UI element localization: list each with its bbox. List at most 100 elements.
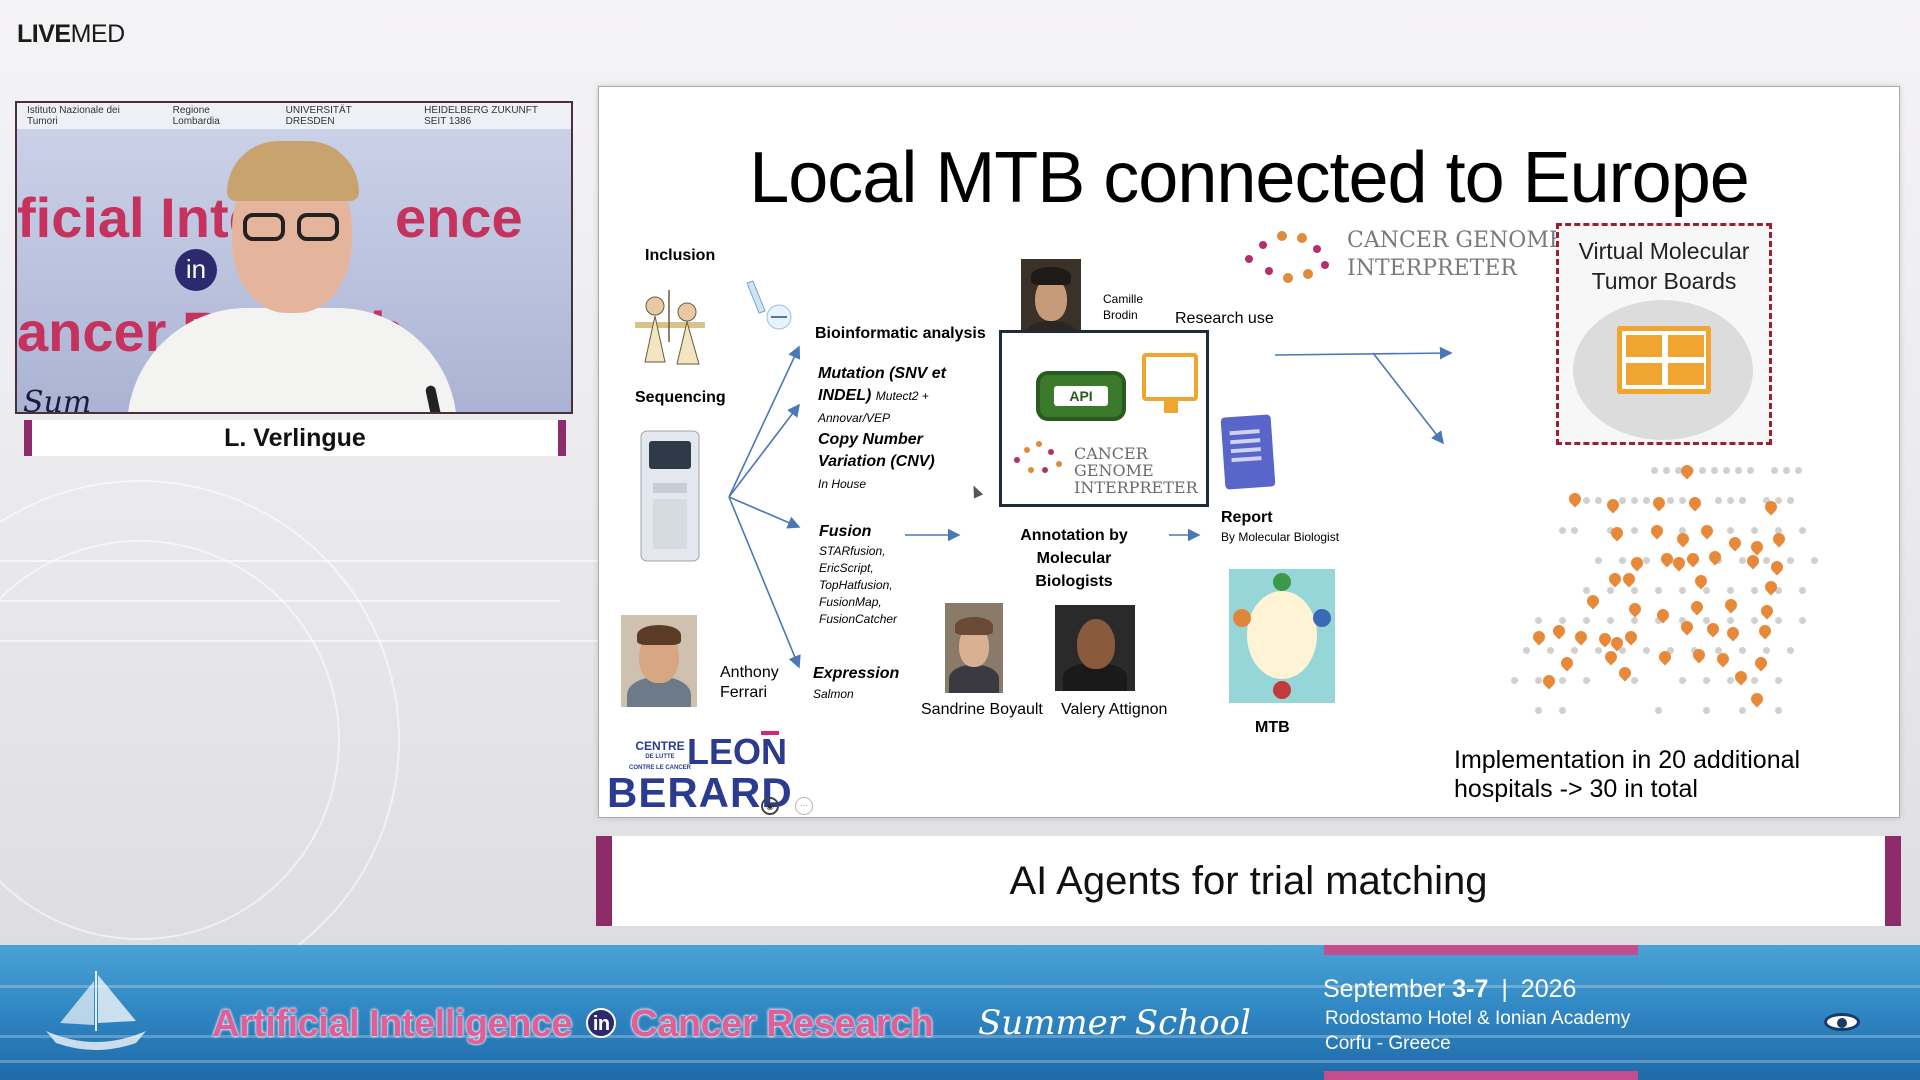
footer-title-part-1: Artificial Intelligence	[212, 1003, 573, 1045]
label-mtb: MTB	[1255, 719, 1290, 736]
test-tube-icon	[739, 277, 793, 331]
cnv-tools: In House	[818, 477, 867, 491]
cgi-mini-dots-icon	[1012, 439, 1070, 479]
label-research-use: Research use	[1175, 310, 1274, 327]
cnv-title: Copy Number Variation (CNV)	[818, 431, 935, 470]
fusion-block: Fusion STARfusion, EricScript, TopHatfus…	[819, 523, 897, 628]
footer-event-title: Artificial Intelligence in Cancer Resear…	[212, 1003, 934, 1046]
expression-title: Expression	[813, 665, 900, 682]
speaker-name-bar: L. Verlingue	[24, 420, 566, 456]
expression-tools: Salmon	[813, 687, 854, 701]
report-document-icon	[1220, 414, 1276, 490]
mtb-meeting-illustration	[1229, 569, 1335, 703]
footer-summer-school: Summer School	[978, 1003, 1251, 1043]
fusion-tool-5: FusionCatcher	[819, 612, 898, 626]
implementation-note: Implementation in 20 additional hospital…	[1454, 746, 1800, 804]
vmtb-title-line-2: Tumor Boards	[1591, 268, 1737, 294]
label-sandrine-boyault: Sandrine Boyault	[921, 701, 1043, 718]
camille-last-name: Brodin	[1103, 308, 1138, 322]
cgi-mini-line-2: INTERPRETER	[1074, 478, 1198, 497]
annotation-line-2: Molecular	[1036, 550, 1112, 567]
cgi-mini-logo: CANCER GENOME INTERPRETER	[1008, 441, 1206, 497]
label-valery-attignon: Valery Attignon	[1061, 701, 1168, 718]
leon-centre-line-3: CONTRE LE CANCER	[629, 765, 692, 771]
anthony-last-name: Ferrari	[720, 684, 768, 701]
video-backdrop-text-1: ficial Inte	[17, 186, 260, 249]
slide-title: Local MTB connected to Europe	[749, 138, 1750, 218]
leon-centre-line-1: CENTRE	[635, 739, 685, 753]
footer-date-days: 3-7	[1452, 975, 1489, 1003]
annotation-line-3: Biologists	[1035, 573, 1113, 590]
mutation-title: Mutation (SNV et INDEL)	[818, 365, 946, 404]
label-sequencing: Sequencing	[635, 389, 726, 406]
photo-anthony-ferrari	[621, 615, 697, 707]
centre-leon-berard-logo: CENTRE DE LUTTE CONTRE LE CANCER LEON BE…	[607, 731, 792, 817]
monitor-dna-icon	[1142, 353, 1198, 413]
speaker-figure	[127, 133, 457, 412]
speaker-name: L. Verlingue	[224, 424, 366, 452]
mutation-tools: Mutect2 + Annovar/VEP	[818, 389, 929, 425]
photo-sandrine-boyault	[945, 603, 1003, 693]
camille-first-name: Camille	[1103, 292, 1144, 306]
cancer-genome-interpreter-logo: CANCER GENOME INTERPRETER	[1239, 227, 1565, 283]
background-decoration	[0, 0, 600, 945]
footer-info-accent-bottom	[1324, 1071, 1638, 1080]
footer-date-year: 2026	[1520, 975, 1577, 1003]
camera-control-icon[interactable]: ◉	[761, 797, 779, 815]
cgi-logo-line-1: CANCER GENOME	[1347, 228, 1565, 253]
video-backdrop-text-1b: ence	[395, 186, 523, 249]
mouse-cursor-icon	[968, 483, 984, 499]
sponsor-logo-lombardia: Regione Lombardia	[172, 105, 220, 127]
footer-venue-line-1: Rodostamo Hotel & Ionian Academy	[1325, 1008, 1631, 1029]
api-integration-box: API CANCER GENOME INTERPRETER	[999, 330, 1209, 507]
footer-in-badge: in	[586, 1008, 617, 1038]
implementation-line-2: hospitals -> 30 in total	[1454, 775, 1698, 803]
api-label: API	[1054, 386, 1108, 406]
implementation-line-1: Implementation in 20 additional	[1454, 746, 1801, 774]
label-bioinformatic-analysis: Bioinformatic analysis	[815, 325, 986, 342]
expression-block: Expression Salmon	[813, 664, 899, 704]
caption-bar: AI Agents for trial matching	[596, 836, 1901, 926]
cgi-logo-line-2: INTERPRETER	[1347, 256, 1517, 281]
ship-icon	[46, 971, 146, 1050]
footer-date-month: September	[1323, 975, 1446, 1003]
caption-text: AI Agents for trial matching	[1009, 859, 1488, 903]
livemed-logo: LIVEMED	[17, 20, 125, 48]
api-badge: API	[1036, 371, 1126, 421]
more-options-icon[interactable]: ⋯	[795, 797, 813, 815]
label-annotation: Annotation by Molecular Biologists	[994, 524, 1154, 593]
cgi-logo-dots-icon	[1239, 227, 1339, 287]
virtual-molecular-tumor-boards-box: Virtual Molecular Tumor Boards	[1556, 223, 1772, 445]
annotation-line-1: Annotation by	[1020, 527, 1128, 544]
sponsor-logo-dresden: UNIVERSITÄT DRESDEN	[285, 105, 352, 127]
sponsor-logo-heidelberg: HEIDELBERG ZUKUNFT SEIT 1386	[424, 105, 538, 127]
photo-valery-attignon	[1055, 605, 1135, 691]
berard-word: BERARD	[607, 769, 793, 816]
eye-icon	[1824, 1013, 1860, 1031]
presentation-slide: Local MTB connected to Europe Inclusion	[598, 86, 1900, 818]
mutation-block: Mutation (SNV et INDEL) Mutect2 + Annova…	[818, 363, 978, 429]
leon-centre-text: CENTRE DE LUTTE CONTRE LE CANCER	[629, 739, 692, 774]
label-report-by: By Molecular Biologist	[1221, 530, 1340, 544]
video-sponsor-logos: Istituto Nazionale dei Tumori Regione Lo…	[17, 103, 571, 129]
cgi-mini-line-1: CANCER GENOME	[1074, 444, 1154, 480]
vmtb-title-line-1: Virtual Molecular	[1578, 238, 1750, 264]
label-camille-brodin: Camille Brodin	[1103, 291, 1143, 323]
sponsor-logo-int: Istituto Nazionale dei Tumori	[27, 105, 120, 127]
fusion-tool-3: TopHatfusion,	[819, 578, 893, 592]
sequencer-icon	[635, 429, 705, 563]
europe-hospitals-map	[1511, 457, 1851, 737]
label-report: Report	[1221, 509, 1273, 526]
speaker-video: Istituto Nazionale dei Tumori Regione Lo…	[15, 101, 573, 414]
anthony-first-name: Anthony	[720, 664, 779, 681]
inclusion-illustration	[625, 282, 715, 372]
footer-date: September 3-7 | 2026	[1323, 975, 1577, 1003]
event-footer-banner: Artificial Intelligence in Cancer Resear…	[0, 945, 1920, 1080]
leon-centre-line-2: DE LUTTE	[645, 754, 675, 760]
label-inclusion: Inclusion	[645, 247, 716, 264]
footer-venue-line-2: Corfu - Greece	[1325, 1033, 1451, 1054]
cnv-block: Copy Number Variation (CNV) In House	[818, 429, 978, 495]
footer-info-accent-top	[1324, 945, 1638, 955]
fusion-tool-1: STARfusion,	[819, 544, 886, 558]
video-backdrop-summer: Sum	[23, 385, 92, 414]
